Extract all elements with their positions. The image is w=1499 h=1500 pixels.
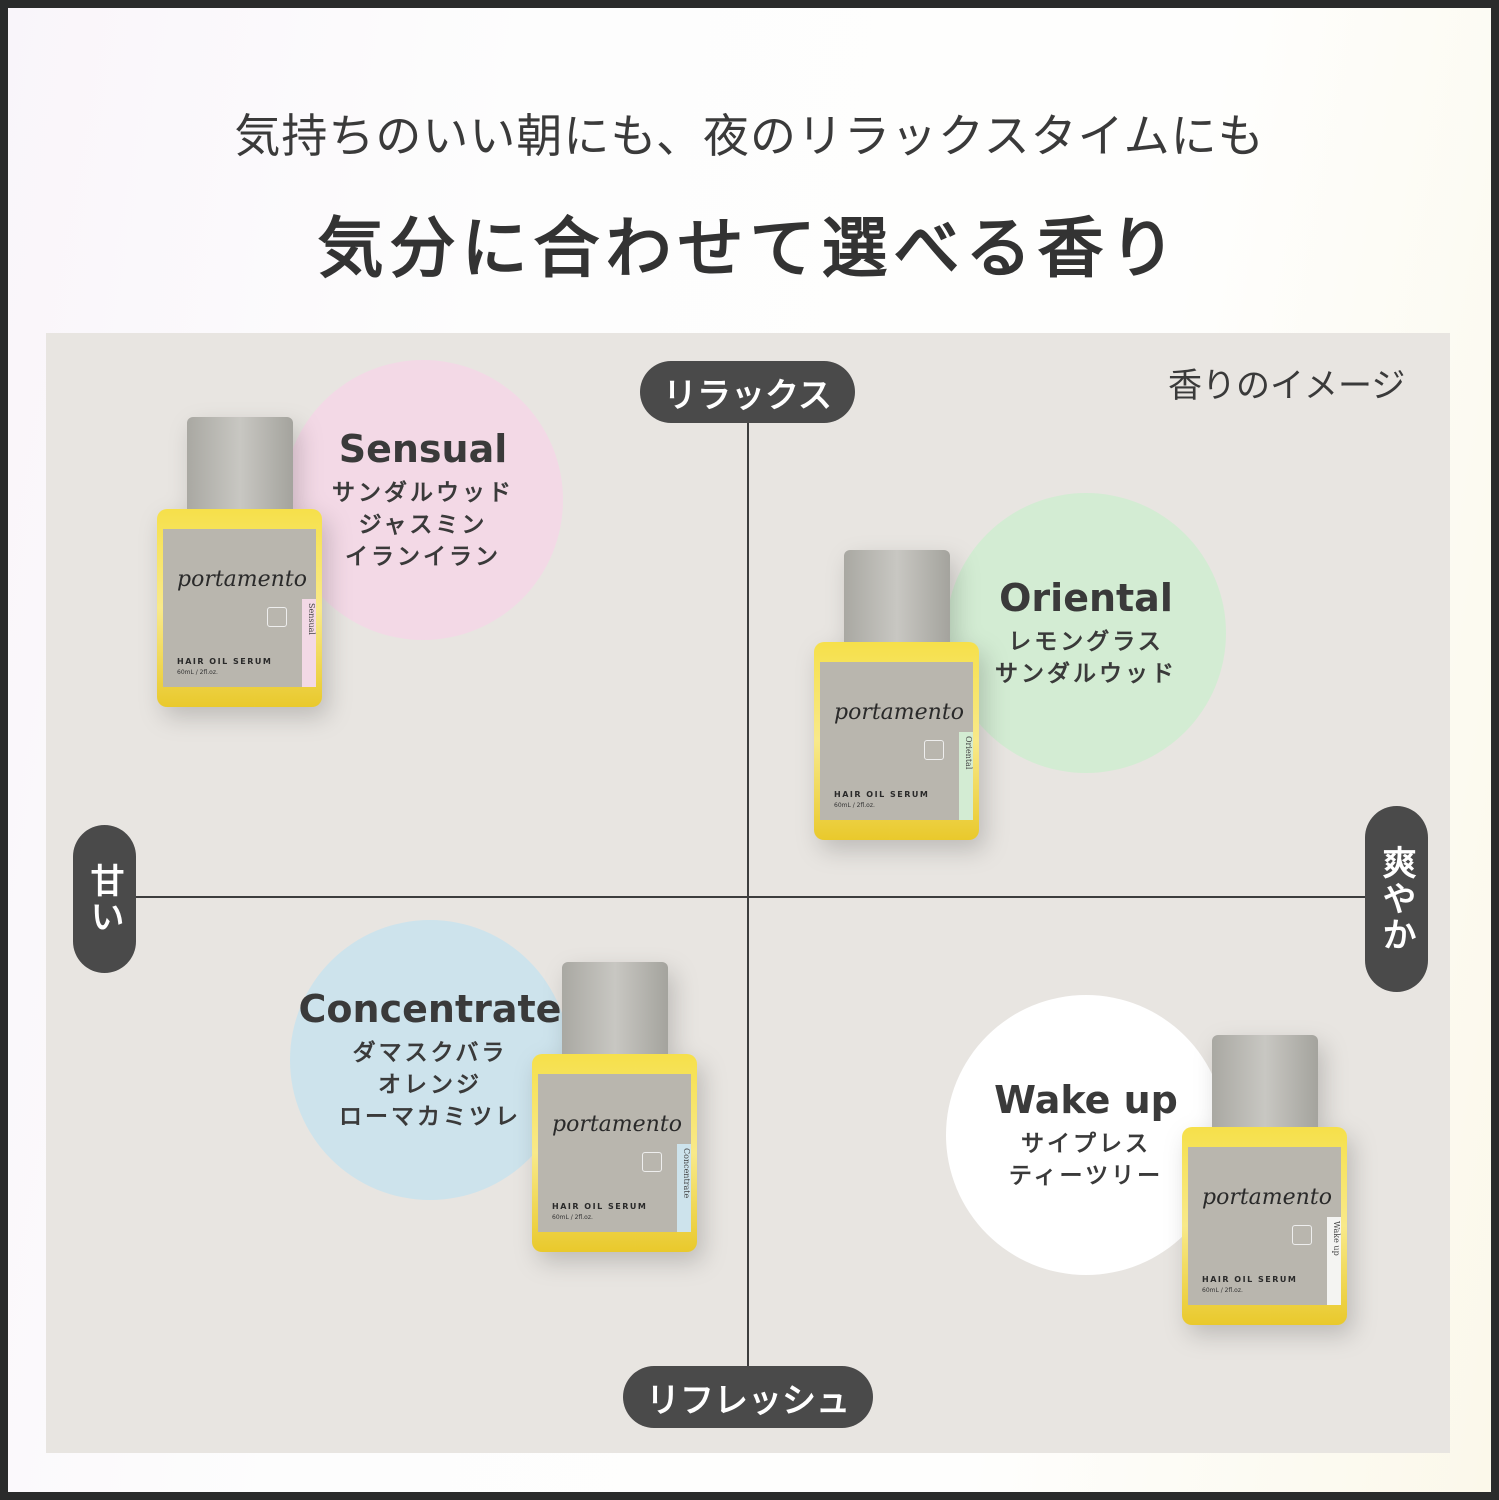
scent-note: ダマスクバラ — [352, 1040, 508, 1066]
bottle-label: portamento HAIR OIL SERUM 60mL / 2fl.oz.… — [163, 529, 316, 687]
cube-icon — [267, 607, 287, 627]
cube-icon — [1292, 1225, 1312, 1245]
scent-note: サイプレス — [1021, 1131, 1151, 1157]
scent-note: レモングラス — [1008, 629, 1164, 655]
vertical-axis — [747, 420, 749, 1370]
cube-icon — [642, 1152, 662, 1172]
scent-tab: Oriental — [959, 732, 973, 820]
scent-name: Oriental — [999, 576, 1173, 620]
product-type: HAIR OIL SERUM — [834, 790, 930, 799]
bottle-label: portamento HAIR OIL SERUM 60mL / 2fl.oz.… — [820, 662, 973, 820]
scent-note: イランイラン — [345, 544, 501, 570]
scent-note: ティーツリー — [1008, 1163, 1164, 1189]
product-type: HAIR OIL SERUM — [177, 657, 273, 666]
scent-circle-concentrate: Concentrate ダマスクバラ オレンジ ローマカミツレ — [290, 920, 570, 1200]
bottle-cap — [187, 417, 293, 513]
scent-name: Sensual — [338, 427, 508, 471]
brand-logo: portamento — [834, 700, 964, 725]
header-subtitle: 気持ちのいい朝にも、夜のリラックスタイムにも — [234, 109, 1265, 163]
scent-tab: Wake up — [1327, 1217, 1341, 1305]
axis-label-refresh: リフレッシュ — [623, 1366, 873, 1428]
bottle-wakeup: portamento HAIR OIL SERUM 60mL / 2fl.oz.… — [1182, 1035, 1347, 1327]
axis-label-fresh: 爽やか — [1365, 806, 1428, 992]
axis-label-sweet: 甘い — [73, 825, 136, 973]
bottle-sensual: portamento HAIR OIL SERUM 60mL / 2fl.oz.… — [157, 417, 322, 709]
product-volume: 60mL / 2fl.oz. — [834, 802, 875, 809]
horizontal-axis — [135, 896, 1365, 898]
product-volume: 60mL / 2fl.oz. — [177, 669, 218, 676]
scent-note: サンダルウッド — [995, 661, 1177, 687]
scent-tab: Sensual — [302, 599, 316, 687]
bottle-cap — [562, 962, 668, 1058]
cube-icon — [924, 740, 944, 760]
axis-label-relax: リラックス — [640, 361, 855, 423]
brand-logo: portamento — [1202, 1185, 1332, 1210]
scent-tab: Concentrate — [677, 1144, 691, 1232]
scent-note: ジャスミン — [358, 512, 488, 538]
bottle-oriental: portamento HAIR OIL SERUM 60mL / 2fl.oz.… — [814, 550, 979, 842]
scent-circle-oriental: Oriental レモングラス サンダルウッド — [946, 493, 1226, 773]
product-volume: 60mL / 2fl.oz. — [1202, 1287, 1243, 1294]
bottle-label: portamento HAIR OIL SERUM 60mL / 2fl.oz.… — [1188, 1147, 1341, 1305]
scent-circle-sensual: Sensual サンダルウッド ジャスミン イランイラン — [283, 360, 563, 640]
scent-circle-wakeup: Wake up サイプレス ティーツリー — [946, 995, 1226, 1275]
header-title: 気分に合わせて選べる香り — [317, 209, 1182, 287]
scent-name: Concentrate — [298, 987, 562, 1031]
scent-note: オレンジ — [378, 1072, 482, 1098]
scent-name: Wake up — [994, 1078, 1178, 1122]
product-volume: 60mL / 2fl.oz. — [552, 1214, 593, 1221]
map-legend: 香りのイメージ — [1168, 366, 1406, 406]
bottle-cap — [1212, 1035, 1318, 1131]
brand-logo: portamento — [552, 1112, 682, 1137]
product-type: HAIR OIL SERUM — [552, 1202, 648, 1211]
product-type: HAIR OIL SERUM — [1202, 1275, 1298, 1284]
bottle-label: portamento HAIR OIL SERUM 60mL / 2fl.oz.… — [538, 1074, 691, 1232]
scent-note: サンダルウッド — [332, 480, 514, 506]
scent-note: ローマカミツレ — [339, 1104, 521, 1130]
bottle-cap — [844, 550, 950, 646]
brand-logo: portamento — [177, 567, 307, 592]
bottle-concentrate: portamento HAIR OIL SERUM 60mL / 2fl.oz.… — [532, 962, 697, 1254]
